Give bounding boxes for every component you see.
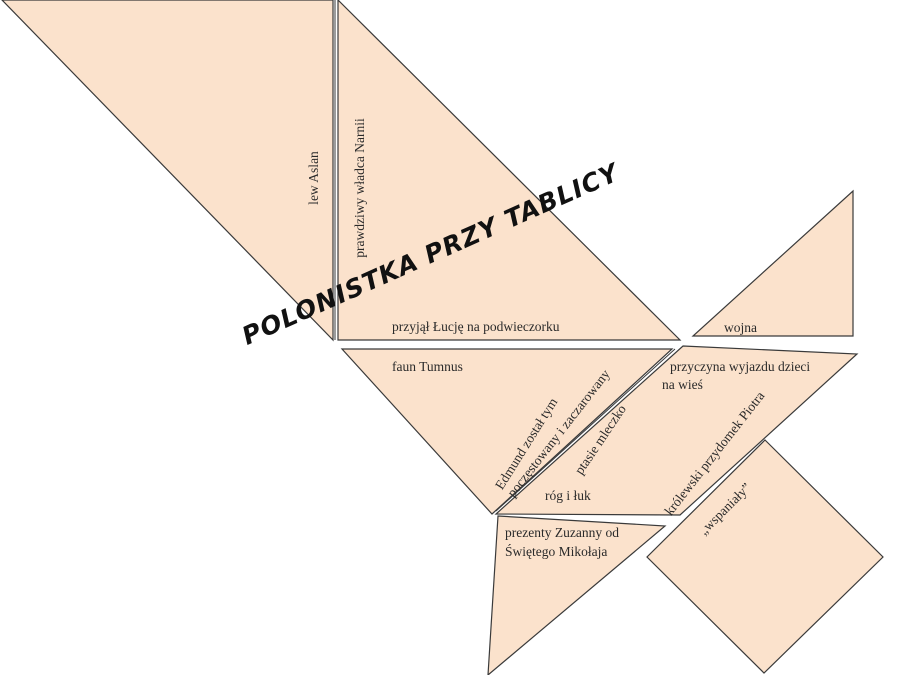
divider-line bbox=[495, 348, 676, 512]
piece-medium-triangle bbox=[340, 348, 674, 515]
label-przyczyna-line1: przyczyna wyjazdu dzieci bbox=[670, 359, 810, 374]
piece-large-triangle-right bbox=[337, 0, 682, 341]
label-wojna: wojna bbox=[724, 320, 757, 335]
label-przyjal-lucje: przyjął Łucję na podwieczorku bbox=[392, 319, 560, 334]
label-faun-tumnus: faun Tumnus bbox=[392, 359, 463, 374]
piece-large-triangle-left bbox=[1, 0, 334, 342]
piece-square bbox=[646, 439, 884, 674]
label-prezenty-line1: prezenty Zuzanny od bbox=[505, 525, 619, 540]
piece-small-triangle-bottom bbox=[487, 515, 667, 675]
label-przyczyna-line2: na wieś bbox=[662, 377, 703, 392]
label-prezenty-line2: Świętego Mikołaja bbox=[505, 544, 607, 559]
label-rog-i-luk: róg i łuk bbox=[545, 488, 591, 503]
label-prawdziwy-wladca: prawdziwy władca Narnii bbox=[352, 118, 367, 258]
label-lew-aslan: lew Aslan bbox=[306, 151, 321, 205]
piece-parallelogram bbox=[494, 345, 859, 516]
piece-small-triangle-top bbox=[691, 189, 854, 337]
